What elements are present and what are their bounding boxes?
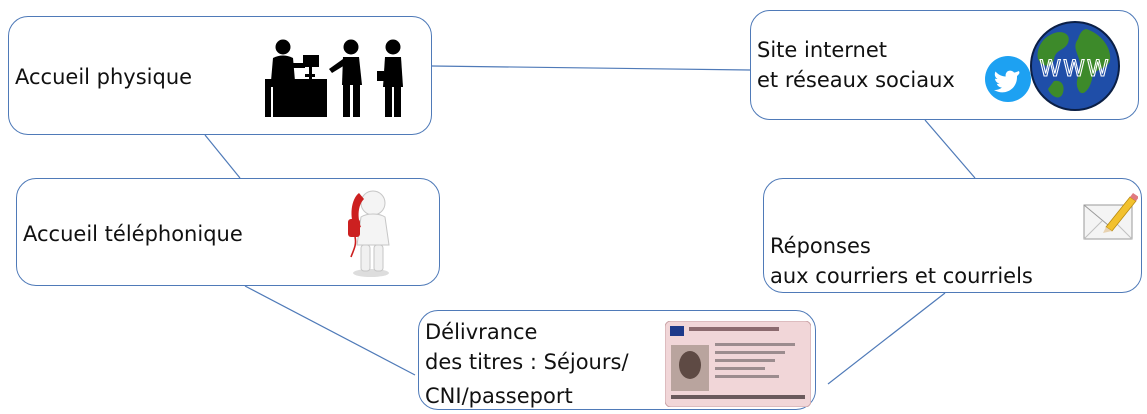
- twitter-icon: [985, 56, 1031, 102]
- reception-desk-icon: [265, 39, 403, 117]
- node-site-internet: Site internet et réseaux sociaux WWW: [750, 10, 1139, 120]
- connector-site-reponses: [924, 119, 976, 179]
- envelope-pencil-icon: [1083, 193, 1138, 240]
- connector-telephonique-delivrance: [244, 285, 416, 376]
- connector-reponses-delivrance: [827, 292, 946, 385]
- node-accueil-physique: Accueil physique: [8, 16, 432, 135]
- globe-www-icon: WWW: [1030, 21, 1120, 111]
- node-label-line2: et réseaux sociaux: [757, 68, 955, 92]
- telephone-person-icon: [348, 190, 390, 277]
- id-card-icon: [665, 321, 811, 407]
- node-label: Accueil physique: [15, 65, 193, 89]
- node-label-line1: Site internet: [757, 38, 888, 62]
- node-label-line2: aux courriers et courriels: [770, 264, 1033, 288]
- node-accueil-telephonique: Accueil téléphonique: [16, 178, 440, 286]
- node-label-line1: Délivrance: [425, 320, 538, 344]
- globe-www-text: WWW: [1039, 57, 1110, 82]
- node-label-line1: Réponses: [770, 234, 871, 258]
- node-label-line2: des titres : Séjours/: [425, 350, 629, 374]
- node-reponses: Réponses aux courriers et courriels: [763, 178, 1142, 293]
- node-label: Accueil téléphonique: [23, 222, 243, 246]
- node-delivrance: Délivrance des titres : Séjours/ CNI/pas…: [418, 310, 816, 410]
- connector-physique-telephonique: [204, 134, 241, 179]
- node-label-line3: CNI/passeport: [425, 384, 573, 408]
- connector-physique-site: [431, 65, 751, 71]
